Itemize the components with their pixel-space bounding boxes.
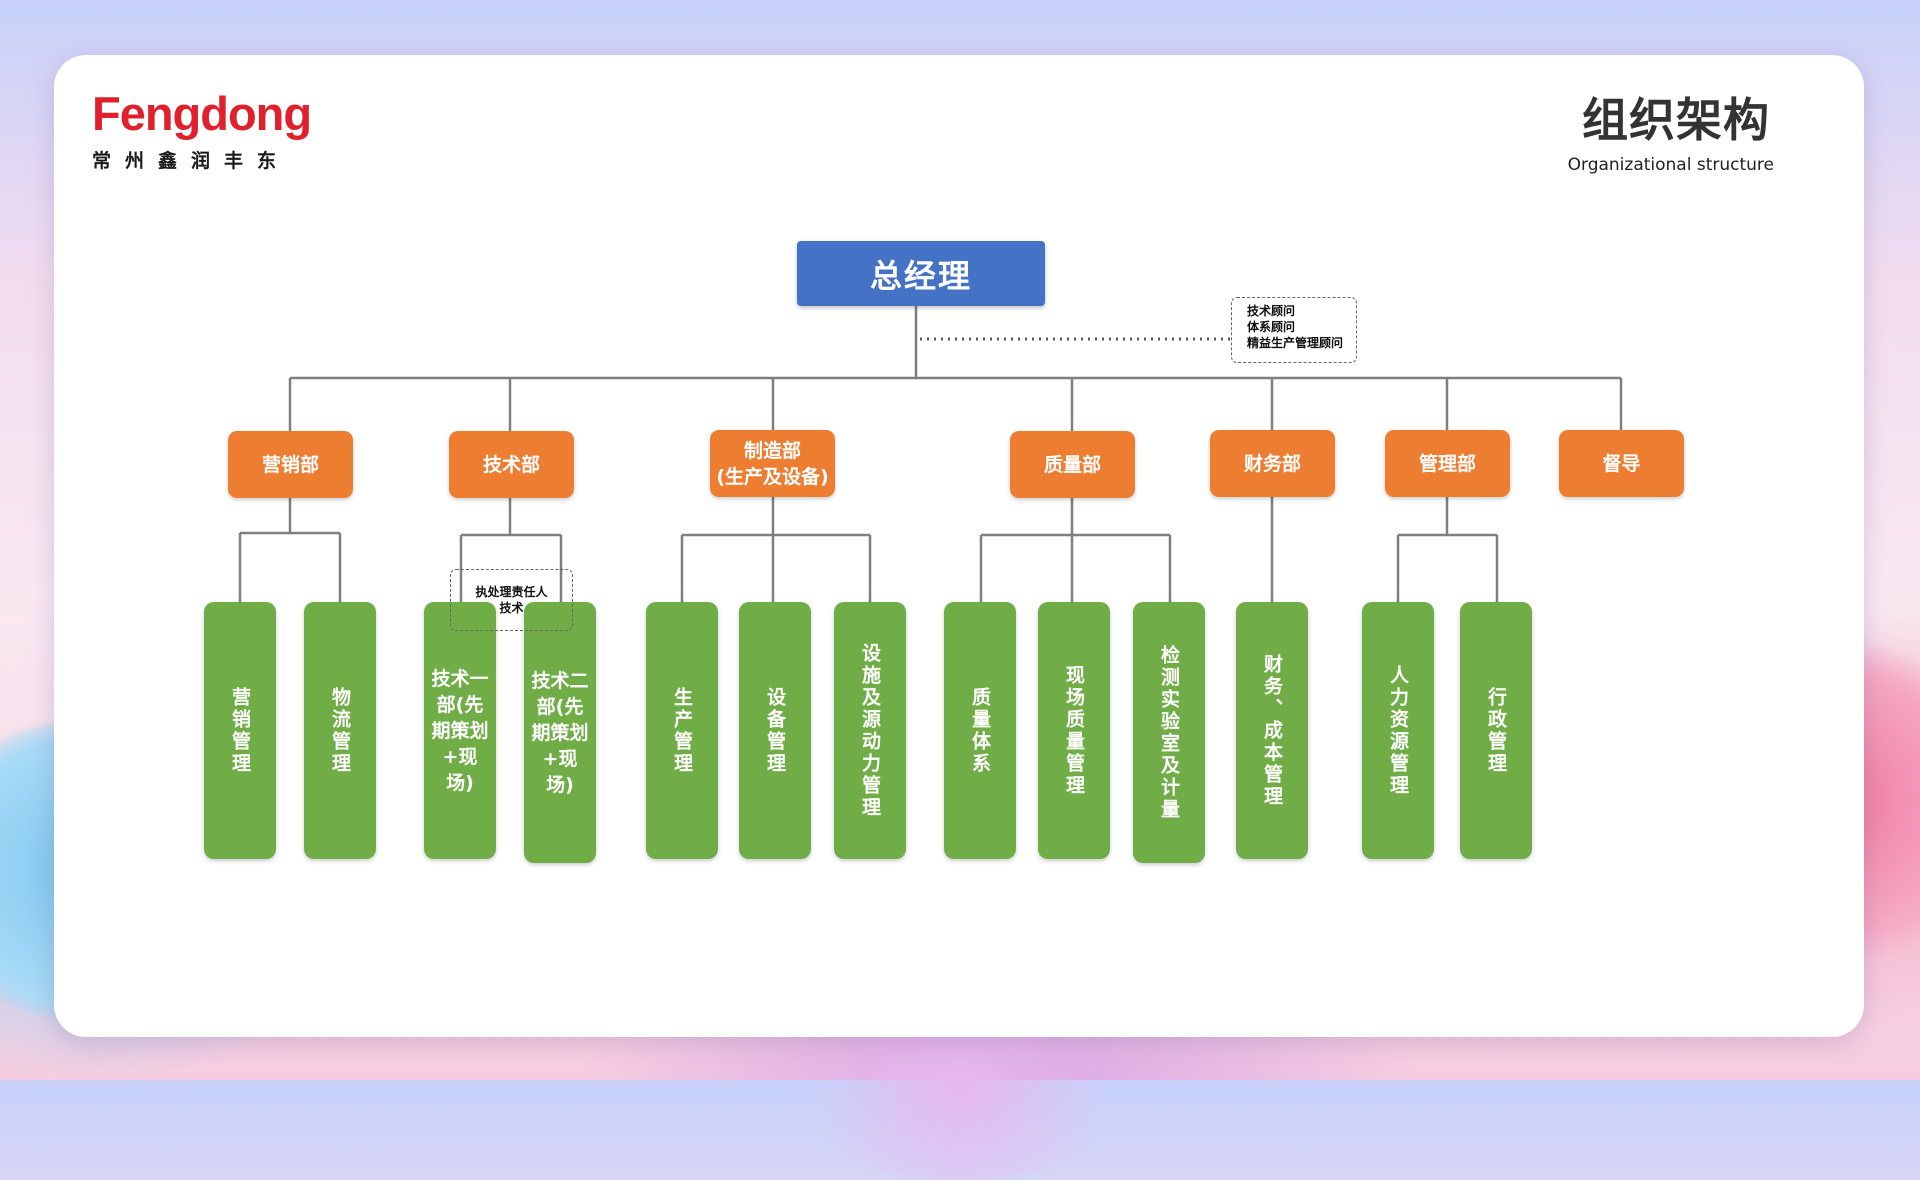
dept-box-technology: 技术部 bbox=[449, 431, 574, 498]
dept-box-finance: 财务部 bbox=[1210, 430, 1335, 497]
dept-box-marketing: 营销部 bbox=[228, 431, 353, 498]
page-subtitle: Organizational structure bbox=[1567, 155, 1774, 175]
unit-box: 行政管理 bbox=[1460, 602, 1532, 859]
unit-label: 营销管理 bbox=[229, 686, 251, 775]
unit-box: 检测实验室及计量 bbox=[1133, 602, 1205, 863]
unit-label: 物流管理 bbox=[329, 686, 351, 775]
unit-label: 现场质量管理 bbox=[1063, 664, 1085, 797]
unit-box: 设备管理 bbox=[739, 602, 811, 859]
unit-box: 营销管理 bbox=[204, 602, 276, 859]
dept-box-manufacturing: 制造部 (生产及设备) bbox=[710, 430, 835, 497]
unit-label: 技术二部(先期策划+现场) bbox=[531, 669, 589, 796]
unit-box: 设施及源动力管理 bbox=[834, 602, 906, 859]
unit-label: 生产管理 bbox=[671, 686, 693, 775]
advisor-item: 技术顾问 bbox=[1247, 304, 1296, 318]
unit-box: 质量体系 bbox=[944, 602, 1016, 859]
unit-box: 生产管理 bbox=[646, 602, 718, 859]
org-chart-connectors bbox=[238, 306, 1623, 602]
page-title: 组织架构 bbox=[1582, 93, 1770, 147]
brand-logo-text: Fengdong bbox=[92, 87, 312, 140]
note-line: 执处理责任人 bbox=[475, 585, 548, 599]
unit-label: 技术一部(先期策划+现场) bbox=[431, 667, 489, 794]
advisor-item: 精益生产管理顾问 bbox=[1247, 336, 1344, 350]
unit-box: 技术一部(先期策划+现场) bbox=[424, 602, 496, 859]
unit-label: 检测实验室及计量 bbox=[1158, 644, 1180, 821]
brand-subtitle: 常州鑫润丰东 bbox=[92, 150, 291, 172]
unit-box: 人力资源管理 bbox=[1362, 602, 1434, 859]
unit-box: 物流管理 bbox=[304, 602, 376, 859]
content-panel bbox=[54, 55, 1864, 1037]
general-manager-box: 总经理 bbox=[797, 241, 1045, 306]
unit-label: 质量体系 bbox=[969, 686, 991, 775]
unit-label: 财务、成本管理 bbox=[1261, 653, 1283, 808]
unit-label: 设施及源动力管理 bbox=[859, 642, 881, 819]
dept-box-administration: 管理部 bbox=[1385, 430, 1510, 497]
unit-box: 技术二部(先期策划+现场) bbox=[524, 602, 596, 863]
note-line: 技术 bbox=[499, 601, 524, 615]
unit-label: 人力资源管理 bbox=[1387, 664, 1409, 797]
advisor-item: 体系顾问 bbox=[1247, 320, 1296, 334]
unit-label: 行政管理 bbox=[1485, 686, 1507, 775]
unit-box: 财务、成本管理 bbox=[1236, 602, 1308, 859]
dept-box-quality: 质量部 bbox=[1010, 431, 1135, 498]
unit-box: 现场质量管理 bbox=[1038, 602, 1110, 859]
unit-label: 设备管理 bbox=[764, 686, 786, 775]
tech-responsible-note: 执处理责任人 技术 bbox=[450, 569, 573, 631]
advisor-note: 技术顾问 体系顾问 精益生产管理顾问 bbox=[1231, 297, 1357, 363]
dept-box-supervision: 督导 bbox=[1559, 430, 1684, 497]
